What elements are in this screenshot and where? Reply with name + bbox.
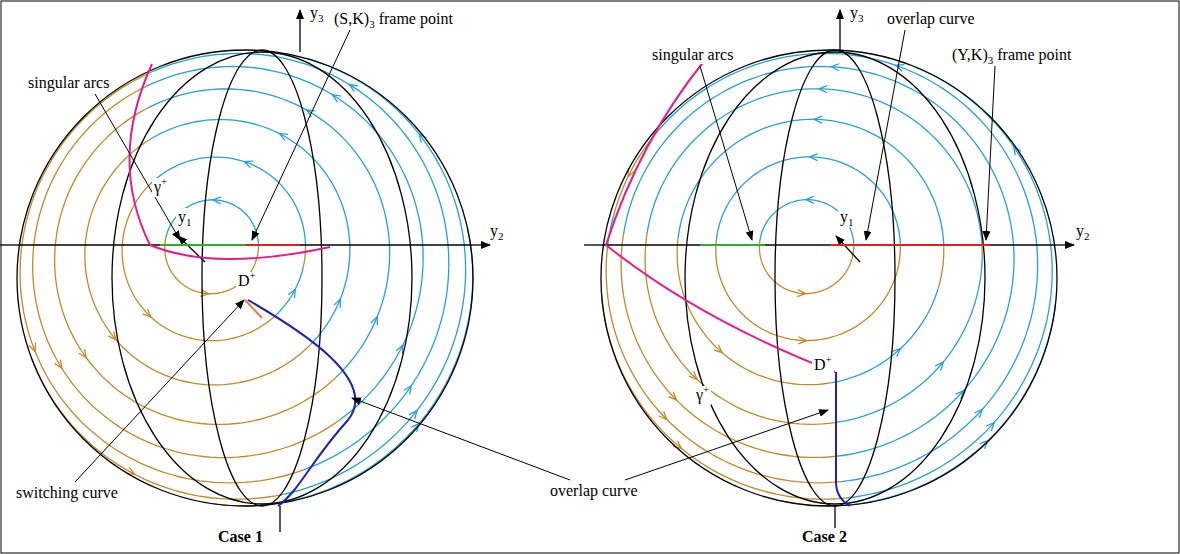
special-curves	[129, 64, 355, 506]
special-curves	[606, 60, 990, 506]
flow-curve	[716, 239, 901, 340]
flow-curve	[623, 67, 1014, 263]
point-label: D+	[812, 356, 834, 375]
flow-arrowhead	[831, 63, 839, 71]
flow-curve	[841, 268, 1037, 482]
flow-arrowhead	[79, 349, 89, 360]
flow-arrowhead	[404, 384, 414, 395]
flow-curve	[303, 268, 448, 470]
flow-curve	[339, 262, 423, 420]
flow-curve	[678, 119, 944, 247]
flow-arrowhead	[935, 360, 946, 371]
case-title: Case 1	[216, 528, 265, 546]
flow-curve	[647, 89, 982, 245]
axis-label: y2	[488, 222, 506, 241]
flow-arrowhead	[330, 92, 341, 102]
flow-arrowhead	[409, 408, 419, 419]
flow-arrowhead	[974, 407, 985, 418]
flow-arrowhead	[213, 196, 221, 204]
flow-curve	[645, 233, 835, 424]
flow-arrowhead	[797, 290, 805, 298]
flow-arrowhead	[29, 343, 38, 353]
axis-label: y2	[1074, 222, 1092, 241]
flow-curve	[33, 86, 340, 457]
callout-label: switching curve	[14, 484, 120, 502]
flow-arrowhead	[668, 392, 679, 403]
flow-curve	[150, 120, 350, 253]
case-title: Case 2	[800, 528, 849, 546]
flow-arrowhead	[347, 82, 358, 92]
callout-label: singular arcs	[650, 46, 735, 64]
flow-curve	[847, 275, 1052, 498]
flow-curve	[938, 252, 944, 289]
axis-label: y3	[308, 4, 326, 23]
flow-arrowhead	[714, 345, 725, 356]
flow-curve	[606, 231, 841, 483]
flow-curve	[283, 275, 465, 495]
axis-label: y3	[848, 4, 866, 23]
flow-curve	[32, 359, 283, 499]
flow-arrowhead	[814, 116, 822, 123]
point-label: D+	[236, 272, 258, 291]
flow-curve	[149, 157, 305, 246]
flow-arrowhead	[806, 196, 814, 203]
flow-curves	[601, 53, 1055, 505]
flow-curve	[283, 281, 473, 502]
flow-curve	[844, 305, 1056, 506]
leader-lines	[75, 30, 995, 482]
curve-label: γ+	[152, 178, 169, 197]
flow-arrowhead	[689, 371, 700, 382]
flow-arrowhead	[809, 153, 817, 160]
flow-curve	[832, 289, 938, 383]
flow-curve	[147, 89, 390, 257]
callout-label: overlap curve	[885, 10, 977, 28]
flow-curve	[305, 246, 306, 249]
flow-arrowhead	[55, 360, 65, 370]
flow-curve	[122, 185, 276, 341]
flow-arrowhead	[143, 309, 154, 320]
flow-curve	[677, 238, 832, 385]
curve-label: γ+	[694, 386, 711, 405]
sphere-grid	[0, 10, 490, 532]
flow-curve	[981, 245, 983, 257]
flow-arrowhead	[659, 411, 670, 422]
flow-arrowhead	[288, 288, 298, 298]
frame-point-label: (S,K)3 frame point	[332, 10, 455, 29]
flow-curve	[943, 247, 944, 252]
sphere-grid	[584, 10, 1074, 532]
flow-arrowhead	[278, 130, 288, 140]
flow-curve	[336, 257, 390, 378]
flow-arrowhead	[371, 315, 381, 325]
flow-arrowhead	[895, 62, 905, 71]
axis-label: y1	[838, 208, 856, 227]
flow-curves	[20, 53, 473, 506]
flow-curve	[276, 268, 303, 315]
flow-curve	[835, 262, 1014, 456]
axis-label: y1	[176, 208, 194, 227]
flow-arrowhead	[798, 337, 806, 344]
flow-arrowhead	[819, 85, 827, 92]
callout-label: singular arcs	[26, 74, 111, 92]
flow-curve	[152, 53, 449, 268]
callout-label: overlap curve	[548, 482, 640, 500]
flow-curve	[311, 252, 350, 344]
flow-arrowhead	[986, 420, 997, 431]
flow-curve	[759, 240, 853, 294]
flow-arrowhead	[334, 298, 344, 308]
flow-curve	[659, 53, 1038, 268]
flow-arrowhead	[243, 158, 253, 167]
frame-point-label: (Y,K)3 frame point	[950, 46, 1073, 65]
flow-curve	[308, 59, 466, 275]
flow-curve	[835, 257, 983, 423]
flow-arrowhead	[892, 346, 903, 357]
flow-curve	[55, 109, 336, 425]
flow-curve	[20, 72, 303, 483]
